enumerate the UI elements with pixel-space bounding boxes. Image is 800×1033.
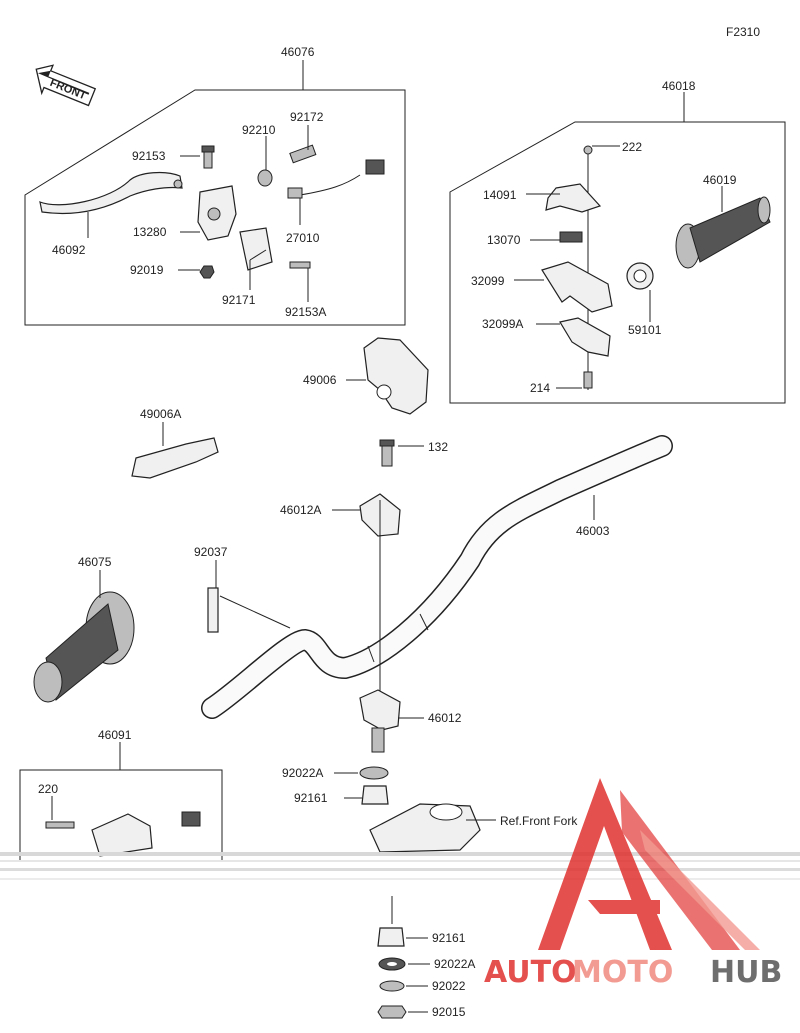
label-32099A: 32099A (482, 317, 523, 331)
label-46092: 46092 (52, 243, 86, 257)
scan-noise-band (0, 852, 800, 880)
handlebar (201, 435, 673, 719)
label-59101: 59101 (628, 323, 662, 337)
left-grip (33, 591, 135, 703)
label-92161-top: 92161 (294, 791, 328, 805)
switch-box (19, 769, 223, 860)
front-arrow-icon: FRONT (35, 64, 97, 107)
label-13070: 13070 (487, 233, 521, 247)
label-92022A-top: 92022A (282, 766, 323, 780)
label-92171: 92171 (222, 293, 256, 307)
label-13280: 13280 (133, 225, 167, 239)
label-92015: 92015 (432, 1005, 466, 1019)
label-46003: 46003 (576, 524, 610, 538)
label-132: 132 (428, 440, 448, 454)
label-92210: 92210 (242, 123, 276, 137)
lever-guard-49006 (363, 337, 429, 415)
throttle-assembly-box (449, 121, 786, 404)
triple-clamp (369, 803, 481, 853)
throttle-grip (675, 196, 771, 269)
label-46091: 46091 (98, 728, 132, 742)
lower-clamp (359, 689, 401, 731)
label-92161-bottom: 92161 (432, 931, 466, 945)
label-46018: 46018 (662, 79, 696, 93)
label-49006A: 49006A (140, 407, 181, 421)
logo-auto: AUTO (484, 955, 577, 990)
label-92172: 92172 (290, 110, 324, 124)
label-14091: 14091 (483, 188, 517, 202)
lever-guard-49006A (131, 437, 219, 479)
figure-code: F2310 (726, 25, 760, 39)
label-46012A: 46012A (280, 503, 321, 517)
label-220: 220 (38, 782, 58, 796)
label-92022: 92022 (432, 979, 466, 993)
label-92019: 92019 (130, 263, 164, 277)
label-92037: 92037 (194, 545, 228, 559)
clutch-assembly-box (24, 89, 406, 326)
label-49006: 49006 (303, 373, 337, 387)
label-27010: 27010 (286, 231, 320, 245)
label-214: 214 (530, 381, 550, 395)
label-92022A-bottom: 92022A (434, 957, 475, 971)
logo-moto: MOTO (572, 955, 673, 990)
label-46076: 46076 (281, 45, 315, 59)
label-92153: 92153 (132, 149, 166, 163)
automotohub-logo: AUTO MOTO HUB (484, 778, 782, 990)
label-46019: 46019 (703, 173, 737, 187)
logo-hub: HUB (710, 955, 782, 990)
label-222: 222 (622, 140, 642, 154)
label-46012: 46012 (428, 711, 462, 725)
label-92153A: 92153A (285, 305, 326, 319)
label-32099: 32099 (471, 274, 505, 288)
clutch-lever (39, 171, 183, 215)
reference-label: Ref.Front Fork (500, 814, 578, 828)
label-46075: 46075 (78, 555, 112, 569)
